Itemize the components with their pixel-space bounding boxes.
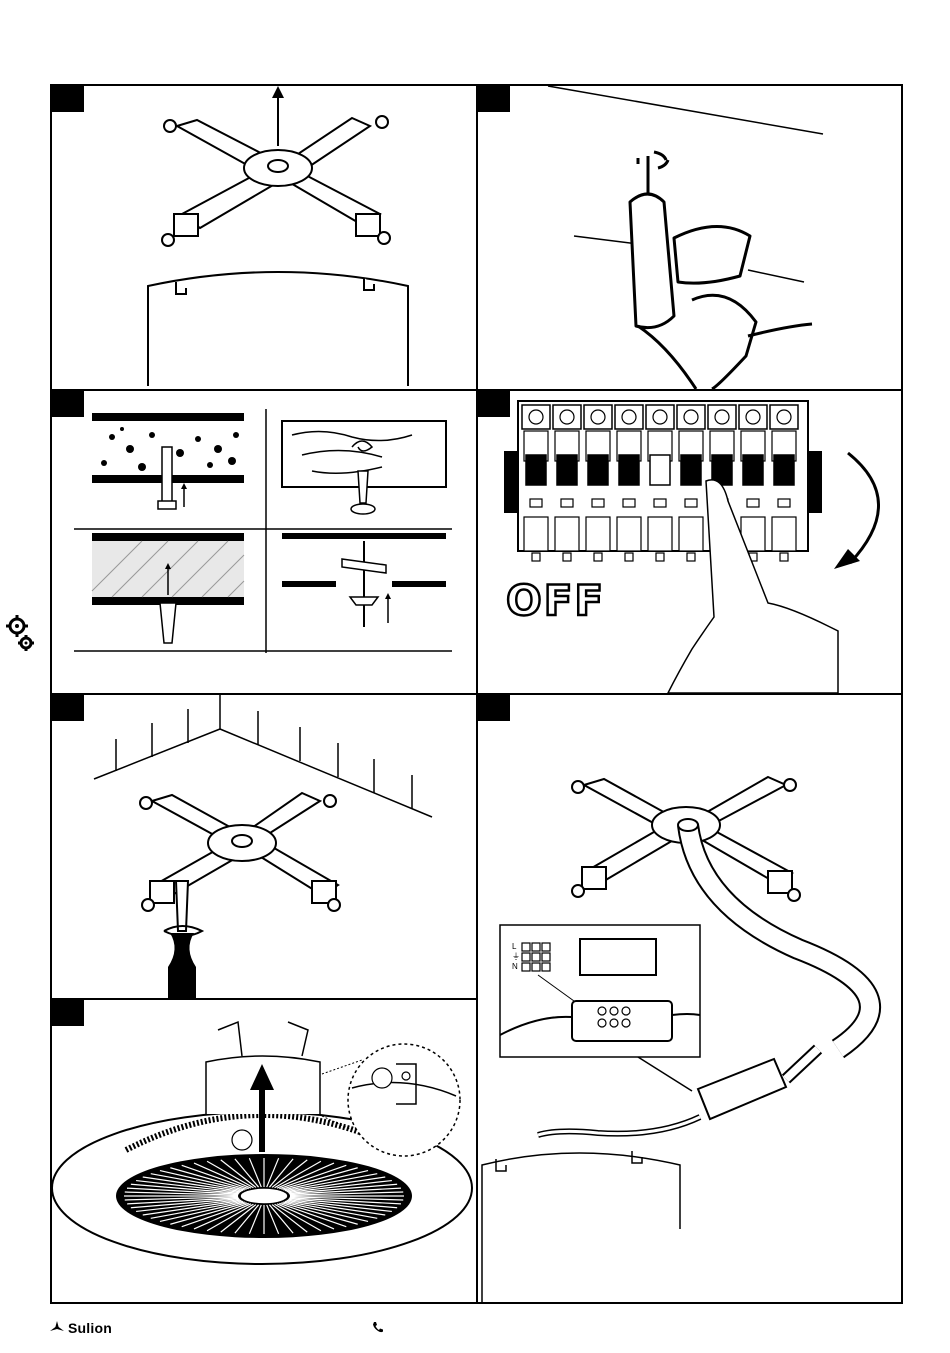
breaker-part bbox=[594, 553, 602, 561]
breaker-part bbox=[561, 499, 573, 507]
breaker-part bbox=[650, 455, 670, 485]
step-2-drilling-ceiling bbox=[478, 86, 902, 389]
breaker-part bbox=[679, 517, 703, 551]
breaker-part bbox=[685, 499, 697, 507]
footer-brand: Sulion bbox=[50, 1318, 112, 1338]
breaker-part bbox=[532, 553, 540, 561]
breaker-part bbox=[653, 410, 667, 424]
breaker-part bbox=[743, 455, 763, 485]
breaker-part bbox=[654, 499, 666, 507]
terminal-label-l: L bbox=[512, 942, 517, 951]
breaker-part bbox=[656, 553, 664, 561]
breaker-part bbox=[591, 410, 605, 424]
terminal-label-earth: ⏚ bbox=[512, 952, 520, 961]
terminal-label-n: N bbox=[512, 962, 518, 971]
breaker-part bbox=[772, 517, 796, 551]
breaker-part bbox=[780, 553, 788, 561]
step-6-fan-attach bbox=[52, 1000, 476, 1302]
breaker-off-label: OFF bbox=[506, 576, 605, 625]
breaker-part bbox=[648, 517, 672, 551]
step-5-screwing-bracket bbox=[52, 695, 476, 998]
breaker-part bbox=[625, 553, 633, 561]
sulion-fan-logo-icon bbox=[50, 1320, 64, 1336]
breaker-part bbox=[747, 499, 759, 507]
breaker-part bbox=[563, 553, 571, 561]
footer-phone bbox=[372, 1318, 384, 1338]
breaker-part bbox=[592, 499, 604, 507]
phone-icon bbox=[372, 1321, 384, 1336]
breaker-part bbox=[619, 455, 639, 485]
step-7-wiring-connection: L ⏚ N bbox=[478, 695, 902, 1302]
brand-name: Sulion bbox=[68, 1320, 112, 1336]
step-4-breaker-off: OFF bbox=[478, 391, 902, 693]
breaker-part bbox=[560, 410, 574, 424]
breaker-part bbox=[778, 499, 790, 507]
breaker-part bbox=[774, 455, 794, 485]
breaker-part bbox=[746, 410, 760, 424]
step-3-wall-plug-types bbox=[52, 391, 476, 693]
breaker-part bbox=[526, 455, 546, 485]
breaker-part bbox=[617, 517, 641, 551]
gears-icon bbox=[6, 614, 36, 659]
breaker-part bbox=[557, 455, 577, 485]
breaker-part bbox=[622, 410, 636, 424]
breaker-part bbox=[777, 410, 791, 424]
breaker-part bbox=[524, 517, 548, 551]
breaker-part bbox=[681, 455, 701, 485]
breaker-part bbox=[588, 455, 608, 485]
breaker-part bbox=[529, 410, 543, 424]
breaker-part bbox=[684, 410, 698, 424]
breaker-part bbox=[623, 499, 635, 507]
breaker-part bbox=[586, 517, 610, 551]
step-1-mounting-bracket bbox=[52, 86, 476, 389]
breaker-part bbox=[530, 499, 542, 507]
breaker-part bbox=[715, 410, 729, 424]
breaker-part bbox=[555, 517, 579, 551]
breaker-part bbox=[687, 553, 695, 561]
